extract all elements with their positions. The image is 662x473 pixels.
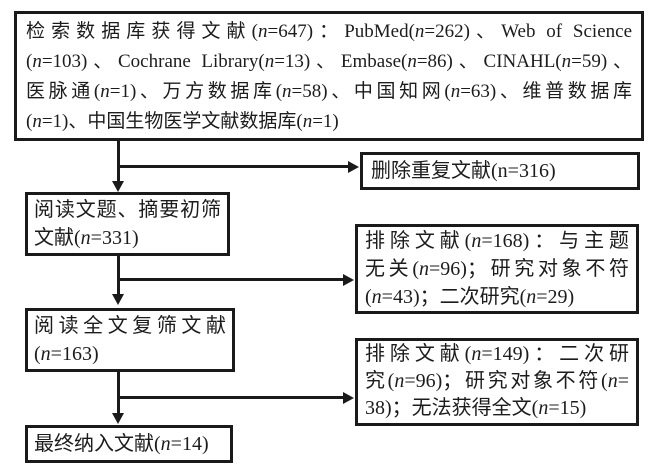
text-line: 文献(n=331): [34, 227, 139, 249]
text-line: 排除文献(n=168)：与主题: [365, 230, 629, 252]
initial-exclusion-box: 排除文献(n=168)：与主题 无关(n=96)；研究对象不符 (n=43)；二…: [355, 224, 639, 314]
text-line: 38)；无法获得全文(n=15): [365, 397, 587, 419]
text-line: (n=1)、中国生物医学文献数据库(n=1): [26, 111, 339, 132]
connector-vertical-3: [117, 372, 120, 414]
arrowhead-down-3-icon: [112, 413, 124, 424]
arrowhead-down-2-icon: [112, 294, 124, 305]
connector-vertical-1: [117, 141, 120, 182]
duplicates-removed-box: 删除重复文献(n=316): [360, 152, 640, 190]
text-line: 医脉通(n=1)、万方数据库(n=58)、中国知网(n=63)、维普数据库: [26, 81, 633, 102]
final-included-box: 最终纳入文献(n=14): [25, 425, 233, 463]
text-line: (n=103)、Cochrane Library(n=13)、Embase(n=…: [26, 51, 632, 72]
connector-vertical-2: [117, 255, 120, 295]
arrowhead-down-1-icon: [112, 181, 124, 192]
connector-horizontal-3: [118, 396, 344, 399]
text-line: (n=163): [34, 343, 99, 365]
fulltext-exclusion-box: 排除文献(n=149)：二次研 究(n=96)；研究对象不符(n= 38)；无法…: [355, 338, 639, 426]
fulltext-screen-box: 阅读全文复筛文献 (n=163): [25, 308, 235, 372]
text-line: (n=43)；二次研究(n=29): [365, 286, 575, 308]
text-line: 排除文献(n=149)：二次研: [365, 343, 629, 365]
arrowhead-right-1-icon: [348, 161, 359, 173]
text-line: 最终纳入文献(n=14): [34, 433, 209, 455]
text-line: 阅读全文复筛文献: [34, 315, 226, 337]
connector-horizontal-2: [118, 278, 344, 281]
connector-horizontal-1: [118, 165, 348, 168]
search-results-box: 检索数据库获得文献(n=647)：PubMed(n=262)、Web of Sc…: [14, 11, 644, 141]
text-line: 究(n=96)；研究对象不符(n=: [365, 370, 629, 392]
text-line: 阅读文题、摘要初筛: [34, 199, 221, 221]
arrowhead-right-3-icon: [343, 392, 354, 404]
text-line: 检索数据库获得文献(n=647)：PubMed(n=262)、Web of Sc…: [26, 21, 633, 42]
text-line: 删除重复文献(n=316): [371, 160, 556, 182]
arrowhead-right-2-icon: [343, 274, 354, 286]
title-abstract-screen-box: 阅读文题、摘要初筛 文献(n=331): [25, 192, 230, 256]
text-line: 无关(n=96)；研究对象不符: [365, 258, 629, 280]
